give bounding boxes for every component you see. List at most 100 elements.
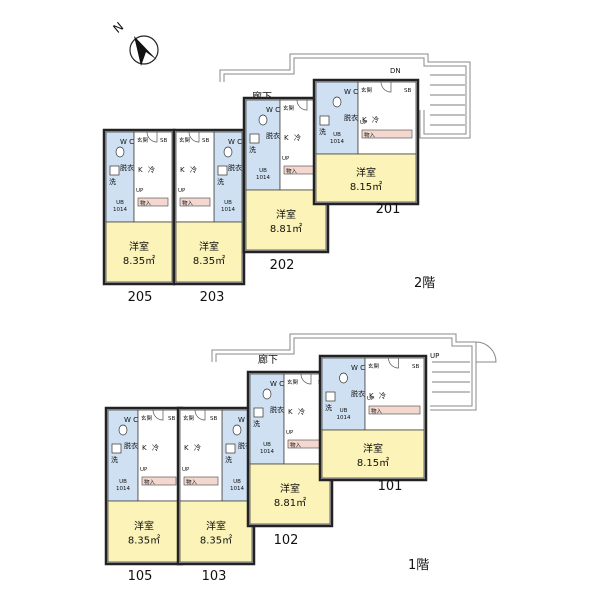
sink-icon <box>111 443 122 454</box>
floor1-up-label: UP <box>430 352 439 360</box>
fridge-label: 冷 <box>152 443 159 452</box>
up-label: UP <box>136 188 144 194</box>
storage-label: 物入 <box>144 478 156 486</box>
bath-label: UB <box>119 479 127 485</box>
main-room <box>175 221 243 283</box>
dressing-label: 脱衣 <box>124 441 138 450</box>
kitchen-area <box>137 409 181 502</box>
wc-label: W C <box>266 106 280 114</box>
sink-icon <box>217 165 228 176</box>
bath-label: UB <box>116 200 124 206</box>
entrance-label: 玄関 <box>287 378 299 386</box>
wash-label: 洗 <box>217 177 224 186</box>
storage-strip <box>361 129 413 139</box>
door-swing-icon <box>380 81 392 93</box>
storage-label: 物入 <box>186 478 198 486</box>
entrance-label: 玄関 <box>137 136 149 144</box>
unit-number-label: 203 <box>200 290 225 305</box>
bath-label: UB <box>263 442 271 448</box>
entrance-label: 玄関 <box>368 362 380 370</box>
compass-circle <box>129 35 159 65</box>
dressing-label: 脱衣 <box>238 441 252 450</box>
floor1-stairs <box>432 361 470 393</box>
bath-label: UB <box>224 200 232 206</box>
main-room <box>249 463 331 525</box>
sink-icon <box>325 391 336 402</box>
kitchen-area <box>133 131 173 223</box>
wc-label: W C <box>124 416 138 424</box>
door-swing-icon <box>194 409 206 421</box>
storage-strip <box>137 197 169 207</box>
kitchen-label: K <box>362 116 367 124</box>
storage-label: 物入 <box>371 407 383 415</box>
bath-size-label: 1014 <box>256 175 270 181</box>
toilet-icon <box>332 96 342 108</box>
entrance-label: 玄関 <box>361 86 373 94</box>
wash-label: 洗 <box>225 455 232 464</box>
fridge-label: 冷 <box>379 391 386 400</box>
entrance-label: 玄関 <box>141 414 153 422</box>
room-area-label: 8.15㎡ <box>350 181 382 193</box>
door-swing-icon <box>152 409 164 421</box>
up-label: UP <box>282 156 290 162</box>
storage-label: 物入 <box>286 167 298 175</box>
dressing-label: 脱衣 <box>266 131 280 140</box>
entrance-label: 玄関 <box>179 136 191 144</box>
door-swing-icon <box>388 357 399 369</box>
up-label: UP <box>182 467 190 473</box>
dressing-label: 脱衣 <box>344 113 358 122</box>
storage-label: 物入 <box>364 131 376 139</box>
bath-size-label: 1014 <box>260 449 274 455</box>
dressing-label: 脱衣 <box>228 163 242 172</box>
kitchen-label: K <box>288 408 293 416</box>
kitchen-label: K <box>184 444 189 452</box>
main-room <box>105 221 173 283</box>
compass-arrow-icon <box>134 36 157 66</box>
bath-size-label: 1014 <box>113 207 127 213</box>
kitchen-area <box>179 409 223 502</box>
floor2-stairs <box>430 74 465 126</box>
toilet-icon <box>118 424 128 436</box>
shoebox-label: SB <box>202 138 209 144</box>
floor1-corridor <box>211 333 497 411</box>
unit-number-label: 201 <box>376 202 401 217</box>
up-label: UP <box>360 120 368 126</box>
wc-label: W C <box>344 88 358 96</box>
door-swing-icon <box>188 131 200 143</box>
unit-number-label: 205 <box>128 290 153 305</box>
wash-label: 洗 <box>111 455 118 464</box>
storage-label: 物入 <box>290 441 302 449</box>
room-area-label: 8.35㎡ <box>200 535 232 547</box>
dressing-label: 脱衣 <box>120 163 134 172</box>
toilet-icon <box>232 424 242 436</box>
kitchen-label: K <box>284 134 289 142</box>
room-type-label: 洋室 <box>280 482 300 495</box>
unit-number-label: 101 <box>378 479 403 494</box>
sink-icon <box>109 165 120 176</box>
unit-number-label: 105 <box>128 569 153 584</box>
room-area-label: 8.35㎡ <box>193 255 225 267</box>
wc-label: W C <box>351 364 365 372</box>
storage-strip <box>141 476 177 486</box>
main-room <box>245 189 327 251</box>
room-area-label: 8.81㎡ <box>274 497 306 509</box>
sink-icon <box>225 443 236 454</box>
bath-label: UB <box>233 479 241 485</box>
kitchen-label: K <box>138 166 143 174</box>
wc-label: W C <box>120 138 134 146</box>
room-type-label: 洋室 <box>129 240 149 253</box>
wash-label: 洗 <box>325 403 332 412</box>
main-room <box>179 500 253 563</box>
room-area-label: 8.35㎡ <box>123 255 155 267</box>
toilet-icon <box>339 372 348 384</box>
room-type-label: 洋室 <box>134 520 154 533</box>
sink-icon <box>253 407 264 418</box>
